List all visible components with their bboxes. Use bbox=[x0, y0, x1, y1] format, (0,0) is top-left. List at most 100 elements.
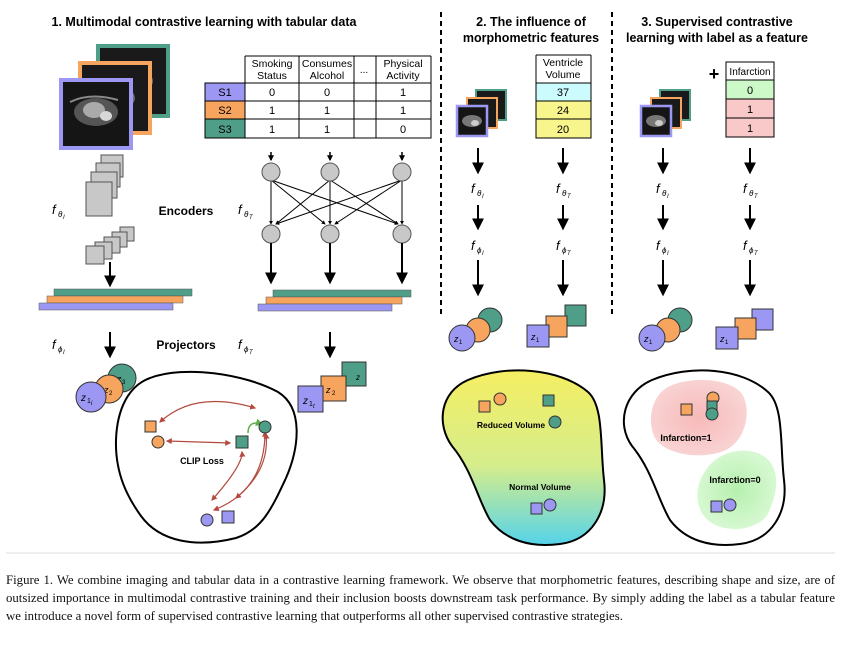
cell-s3-smoking: 1 bbox=[269, 124, 275, 136]
infarction-s1: 0 bbox=[747, 85, 753, 97]
svg-text:z: z bbox=[80, 393, 86, 404]
svg-text:T: T bbox=[249, 350, 254, 356]
section2-title-line1: 2. The influence of bbox=[476, 15, 587, 29]
volume-s1: 37 bbox=[557, 87, 569, 99]
svg-text:T: T bbox=[567, 251, 572, 257]
function-labels-s3: f θ I f ϕ I f θ T f ϕ T bbox=[656, 181, 759, 257]
reduced-volume-label: Reduced Volume bbox=[477, 420, 546, 430]
volume-s3: 20 bbox=[557, 124, 569, 136]
col-alcohol-l1: Consumes bbox=[302, 58, 352, 70]
svg-text:z: z bbox=[530, 332, 536, 342]
svg-text:z: z bbox=[325, 385, 331, 395]
encoders-label: Encoders bbox=[159, 204, 214, 218]
tabular-embedding-bars bbox=[257, 289, 412, 312]
tabular-projection-squares-s2: z 1 bbox=[526, 304, 587, 348]
svg-text:f: f bbox=[743, 238, 748, 253]
embedding-points-s3 bbox=[680, 391, 737, 513]
svg-text:ϕ: ϕ bbox=[244, 345, 249, 354]
col-activity-l1: Physical bbox=[383, 58, 422, 70]
svg-text:θ: θ bbox=[749, 189, 754, 198]
svg-text:1: 1 bbox=[649, 340, 653, 346]
cell-s1-activity: 1 bbox=[400, 87, 406, 99]
figure-diagram: 1. Multimodal contrastive learning with … bbox=[6, 12, 835, 554]
tabular-projection-squares-s3: z 1 bbox=[715, 308, 774, 350]
svg-text:1: 1 bbox=[536, 338, 540, 344]
clip-loss-arrows bbox=[159, 400, 270, 512]
svg-text:θ: θ bbox=[477, 189, 482, 198]
infarction1-label: Infarction=1 bbox=[660, 433, 711, 443]
svg-text:I: I bbox=[63, 350, 65, 356]
svg-text:1: 1 bbox=[459, 340, 463, 346]
embedding-space-blob-s2 bbox=[441, 369, 606, 546]
function-labels-s2: f θ I f ϕ I f θ T f ϕ T bbox=[471, 181, 572, 257]
svg-text:z: z bbox=[719, 334, 725, 344]
svg-text:Ventricle: Ventricle bbox=[543, 57, 583, 69]
svg-text:1: 1 bbox=[725, 340, 729, 346]
svg-text:I: I bbox=[482, 194, 484, 200]
svg-text:f: f bbox=[52, 202, 57, 217]
svg-text:T: T bbox=[567, 194, 572, 200]
svg-text:z: z bbox=[355, 373, 360, 382]
cell-s2-activity: 1 bbox=[400, 105, 406, 117]
svg-text:2: 2 bbox=[109, 391, 113, 397]
svg-text:z: z bbox=[103, 385, 109, 395]
svg-text:ϕ: ϕ bbox=[662, 246, 667, 255]
image-stack-small-s2 bbox=[455, 89, 507, 138]
svg-text:T: T bbox=[754, 194, 759, 200]
svg-text:θ: θ bbox=[662, 189, 667, 198]
section1-title: 1. Multimodal contrastive learning with … bbox=[52, 15, 358, 29]
cell-s2-smoking: 1 bbox=[269, 105, 275, 117]
svg-text:θ: θ bbox=[58, 210, 63, 219]
svg-text:f: f bbox=[743, 181, 748, 196]
svg-text:f: f bbox=[471, 181, 476, 196]
section3-title-line1: 3. Supervised contrastive bbox=[641, 15, 793, 29]
svg-text:f: f bbox=[238, 337, 243, 352]
col-smoking-l1: Smoking bbox=[252, 58, 293, 70]
f-phi-T-label: f ϕ T bbox=[238, 337, 254, 356]
volume-s2: 24 bbox=[557, 105, 569, 117]
svg-text:f: f bbox=[238, 202, 243, 217]
image-encoder-funnel bbox=[85, 154, 135, 265]
row-label-s1: S1 bbox=[218, 87, 231, 99]
image-projection-circles-s2: z 1 bbox=[448, 307, 503, 352]
image-projection-circles-s3: z 1 bbox=[638, 307, 693, 352]
cell-s2-alcohol: 1 bbox=[324, 105, 330, 117]
row-label-s2: S2 bbox=[218, 105, 231, 117]
svg-text:ϕ: ϕ bbox=[58, 345, 63, 354]
figure-caption: Figure 1. We combine imaging and tabular… bbox=[6, 573, 835, 623]
svg-text:f: f bbox=[656, 181, 661, 196]
image-stack-small-s3 bbox=[639, 89, 691, 138]
svg-text:T: T bbox=[249, 215, 254, 221]
svg-text:f: f bbox=[471, 238, 476, 253]
svg-text:1: 1 bbox=[87, 398, 91, 405]
embedding-points-s2 bbox=[478, 392, 562, 515]
section3-title-line2: learning with label as a feature bbox=[626, 31, 808, 45]
f-phi-I-label: f ϕ I bbox=[52, 337, 65, 356]
svg-text:I: I bbox=[63, 215, 65, 221]
svg-text:f: f bbox=[556, 181, 561, 196]
svg-text:t: t bbox=[313, 404, 315, 410]
svg-text:3: 3 bbox=[122, 380, 126, 386]
svg-text:z: z bbox=[453, 334, 459, 344]
cell-s3-alcohol: 1 bbox=[324, 124, 330, 136]
svg-text:f: f bbox=[52, 337, 57, 352]
svg-text:2: 2 bbox=[332, 391, 336, 397]
normal-volume-label: Normal Volume bbox=[509, 482, 571, 492]
tabular-encoder-mlp bbox=[261, 152, 412, 285]
section2-title-line2: morphometric features bbox=[463, 31, 599, 45]
image-stack-large bbox=[59, 44, 170, 150]
infarction-s3: 1 bbox=[747, 123, 753, 135]
infarction-header: Infarction bbox=[729, 67, 770, 78]
infarction-s2: 1 bbox=[747, 104, 753, 116]
svg-text:θ: θ bbox=[562, 189, 567, 198]
svg-text:1: 1 bbox=[309, 401, 313, 408]
infarction-table: Infarction 0 1 1 bbox=[725, 61, 775, 138]
svg-text:ϕ: ϕ bbox=[477, 246, 482, 255]
svg-text:Volume: Volume bbox=[545, 69, 580, 81]
cell-s1-alcohol: 0 bbox=[324, 87, 330, 99]
cell-s1-smoking: 0 bbox=[269, 87, 275, 99]
svg-text:θ: θ bbox=[244, 210, 249, 219]
projectors-label: Projectors bbox=[156, 338, 216, 352]
svg-text:z: z bbox=[643, 334, 649, 344]
col-activity-l2: Activity bbox=[386, 70, 420, 82]
